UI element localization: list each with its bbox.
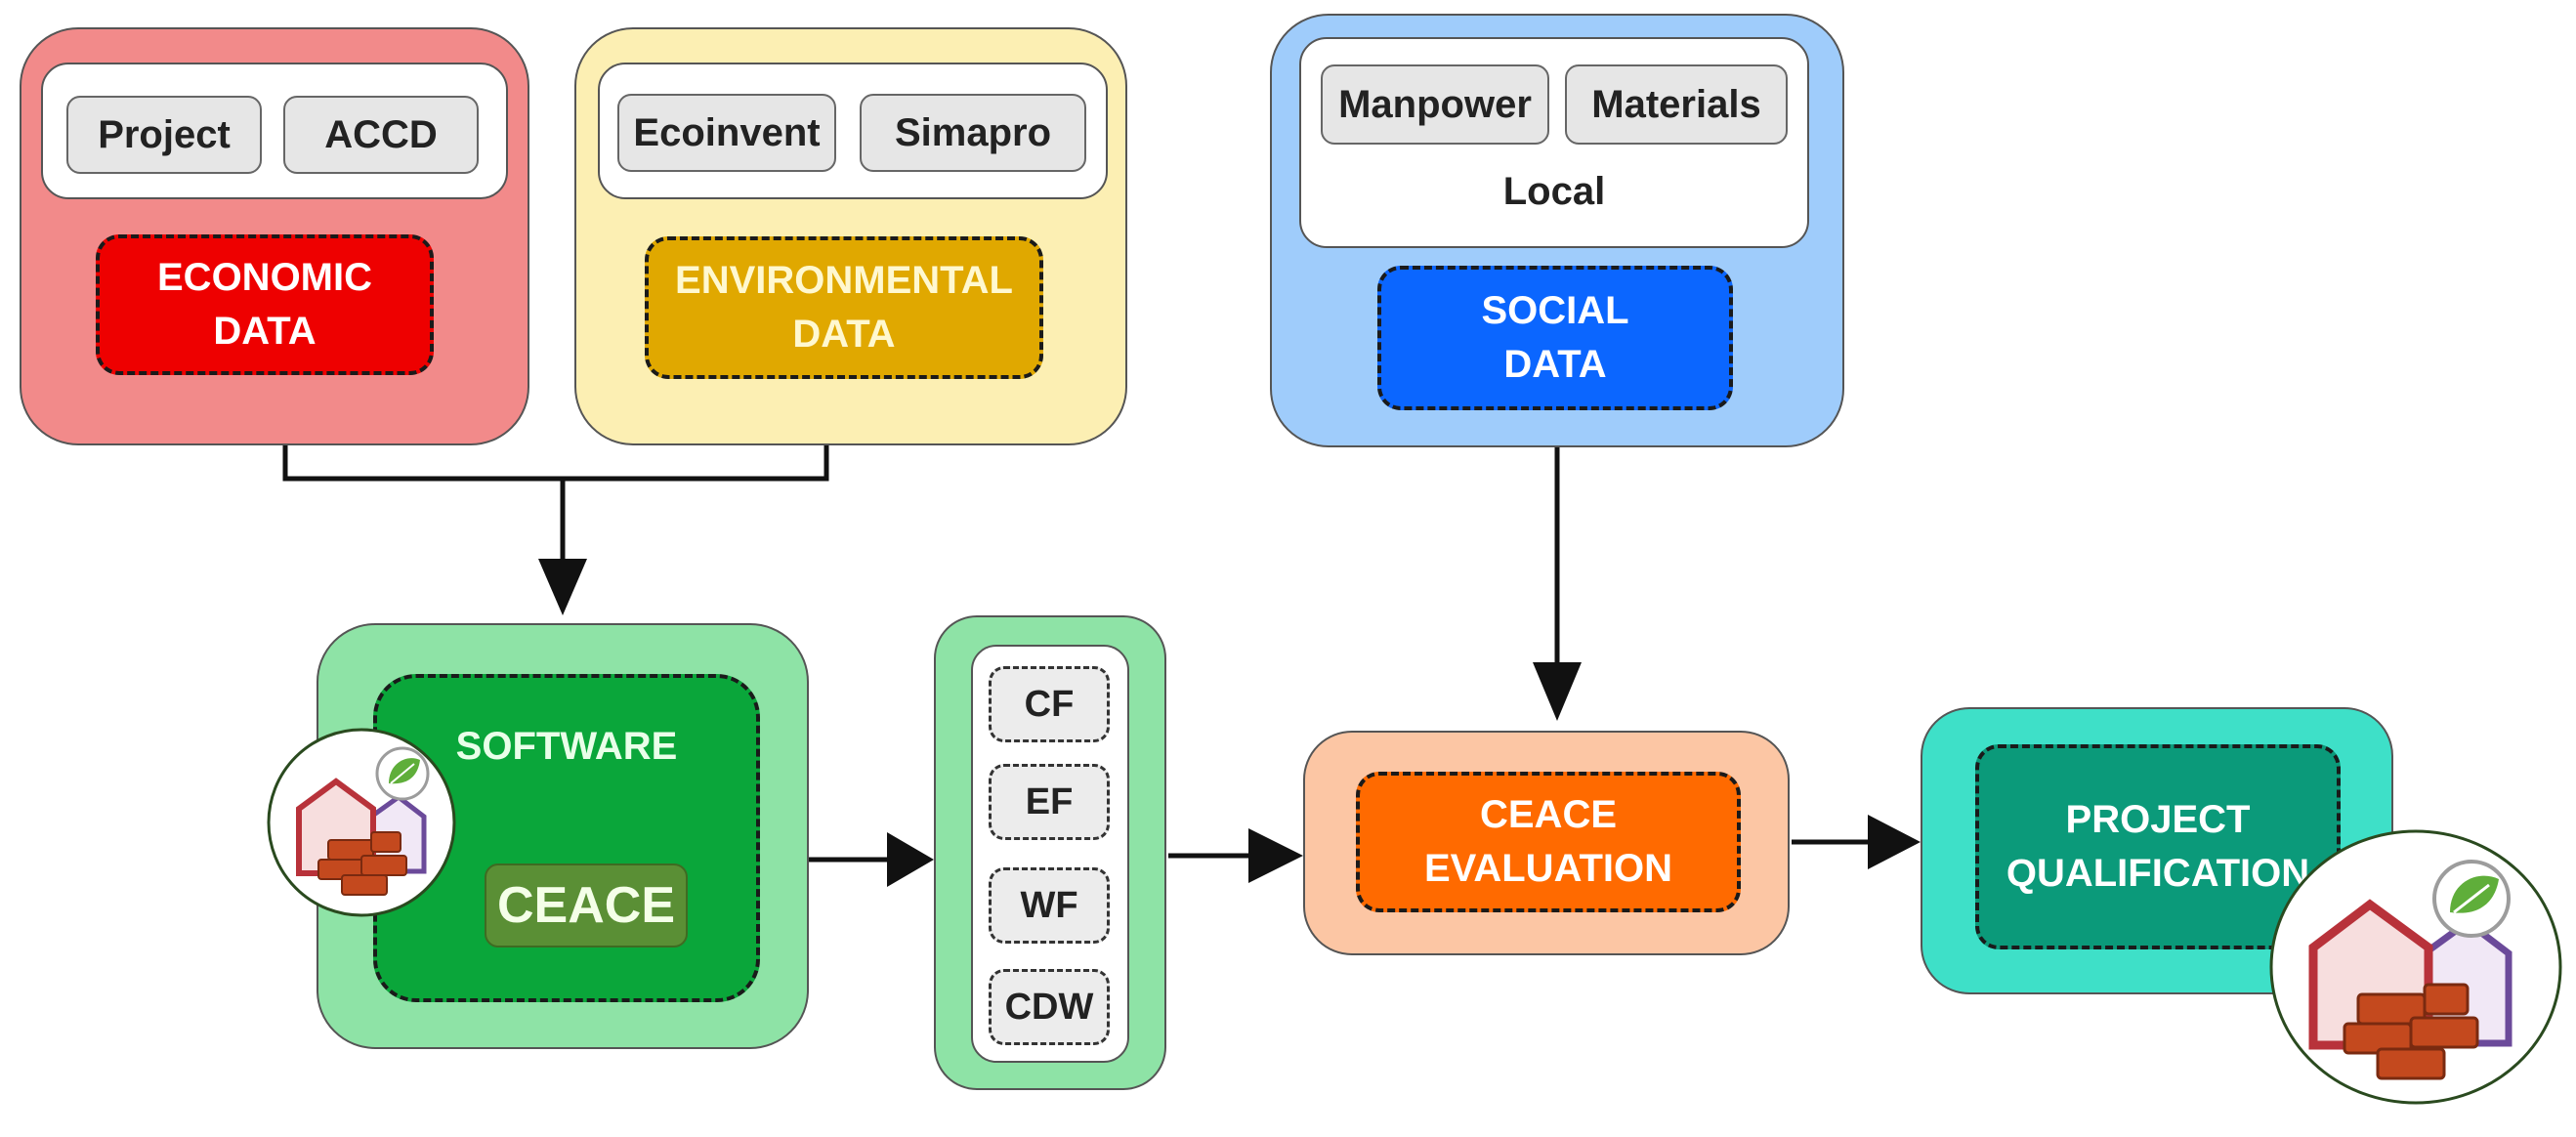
social-scope-label: Local [1502, 169, 1606, 213]
evaluation-line2: EVALUATION [1423, 847, 1673, 890]
qualification-group: PROJECT QUALIFICATION [1921, 707, 2393, 994]
merge-bracket [282, 445, 829, 482]
arrow-software-indicators-head [887, 832, 934, 887]
house-bricks-leaf-icon [266, 727, 457, 918]
cdw-indicator: CDW [989, 969, 1110, 1045]
economic-data-group: Project ACCD ECONOMIC DATA [20, 27, 529, 445]
evaluation-line1: CEACE [1479, 793, 1618, 836]
social-data-group: Manpower Materials Local SOCIAL DATA [1270, 14, 1844, 447]
environmental-title: ENVIRONMENTAL [675, 259, 1013, 302]
social-subtitle: DATA [1503, 343, 1607, 386]
arrow-to-software-head [538, 559, 587, 615]
social-title: SOCIAL [1481, 289, 1629, 332]
indicators-group: CF EF WF CDW [934, 615, 1166, 1090]
qualification-line1: PROJECT [2065, 798, 2251, 841]
social-data-box: SOCIAL DATA [1377, 266, 1733, 410]
evaluation-box: CEACE EVALUATION [1356, 772, 1741, 912]
cf-indicator: CF [989, 666, 1110, 742]
environmental-subtitle: DATA [792, 313, 896, 356]
economic-title: ECONOMIC [157, 256, 372, 299]
qualification-box: PROJECT QUALIFICATION [1975, 744, 2341, 949]
economic-data-box: ECONOMIC DATA [96, 234, 434, 375]
arrow-social-head [1533, 662, 1582, 721]
environmental-data-box: ENVIRONMENTAL DATA [645, 236, 1043, 379]
project-source-chip: Project [66, 96, 262, 174]
house-bricks-leaf-icon [2268, 828, 2563, 1106]
arrow-indicators-evaluation-head [1248, 828, 1303, 883]
wf-indicator: WF [989, 867, 1110, 944]
qualification-line2: QUALIFICATION [2006, 852, 2310, 895]
simapro-source-chip: Simapro [860, 94, 1086, 172]
materials-source-chip: Materials [1565, 64, 1788, 145]
manpower-source-chip: Manpower [1321, 64, 1549, 145]
economic-subtitle: DATA [213, 310, 317, 353]
arrow-evaluation-qualification-head [1868, 815, 1921, 869]
environmental-data-group: Ecoinvent Simapro ENVIRONMENTAL DATA [574, 27, 1127, 445]
ceace-badge: CEACE [485, 863, 688, 948]
accd-source-chip: ACCD [283, 96, 479, 174]
software-label: SOFTWARE [455, 724, 678, 768]
evaluation-group: CEACE EVALUATION [1303, 731, 1790, 955]
ecoinvent-source-chip: Ecoinvent [617, 94, 836, 172]
ef-indicator: EF [989, 764, 1110, 840]
